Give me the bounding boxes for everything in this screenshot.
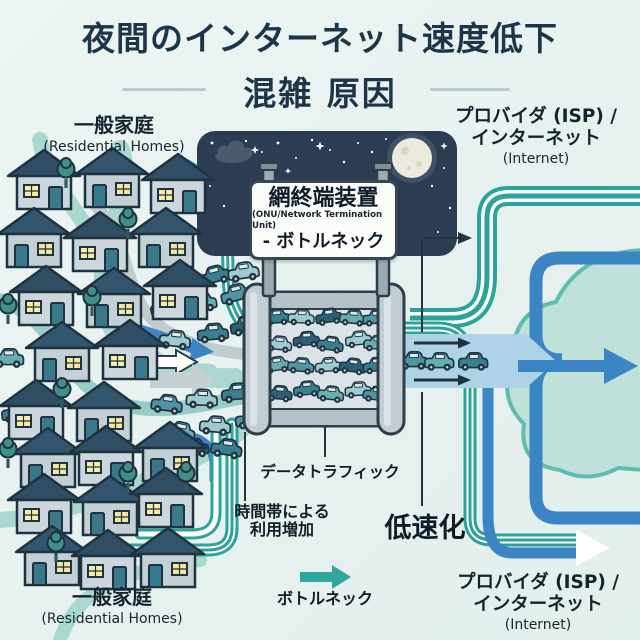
subtitle-rule-left xyxy=(122,88,206,91)
page-subtitle: 混雑 原因 xyxy=(243,74,397,113)
isp-line2: インターネット xyxy=(473,593,603,615)
residential-homes-en: (Residential Homes) xyxy=(43,139,185,155)
residential-homes-jp: 一般家庭 xyxy=(74,113,154,137)
house-icon xyxy=(142,258,218,321)
residential-homes-jp: 一般家庭 xyxy=(72,585,152,609)
residential-homes-label-top: 一般家庭 (Residential Homes) xyxy=(28,109,200,155)
sign-title: 網終端装置 xyxy=(268,186,379,212)
residential-homes-label-bottom: 一般家庭 (Residential Homes) xyxy=(26,581,198,627)
house-icon xyxy=(74,146,150,209)
usage-increase-label: 時間帯による 利用増加 xyxy=(212,502,352,540)
night-cloud-icon xyxy=(215,140,253,163)
bottleneck-legend-label: ボトルネック xyxy=(276,589,373,608)
slowdown-label: 低速化 xyxy=(384,513,466,544)
page-title: 夜間のインターネット速度低下 xyxy=(82,19,558,58)
bottleneck-legend-arrow xyxy=(300,565,351,589)
subtitle-rule-right xyxy=(430,88,510,91)
tree-icon xyxy=(0,293,18,325)
onu-signboard: 網終端装置 (ONU/Network Termination Unit) - ボ… xyxy=(249,180,398,260)
data-traffic-label: データトラフィック xyxy=(260,463,400,481)
residential-homes-en: (Residential Homes) xyxy=(41,611,183,627)
bottom-feeder-pipes xyxy=(121,417,239,557)
usage-line1: 時間帯による xyxy=(234,502,330,521)
stars xyxy=(209,138,452,233)
house-icon xyxy=(0,206,72,269)
isp-line3: (Internet) xyxy=(504,616,572,633)
isp-line1: プロバイダ (ISP) / xyxy=(454,106,618,127)
sign-subtitle: (ONU/Network Termination Unit) xyxy=(252,210,383,231)
isp-line3: (Internet) xyxy=(502,150,570,167)
sign-bottleneck: - ボトルネック xyxy=(262,231,385,253)
teal-uplink-pipe xyxy=(410,186,640,328)
cloud-arrowhead xyxy=(604,348,638,384)
isp-line1: プロバイダ (ISP) / xyxy=(456,572,620,593)
isp-label-top: プロバイダ (ISP) / インターネット (Internet) xyxy=(443,106,629,167)
pointer-lines xyxy=(244,237,458,506)
blue-downlink-pipe xyxy=(482,388,576,559)
termination-unit-cylinder xyxy=(242,282,406,436)
usage-line2: 利用増加 xyxy=(249,520,314,540)
moon-icon xyxy=(387,133,437,183)
isp-label-bottom: プロバイダ (ISP) / インターネット (Internet) xyxy=(445,572,631,633)
downlink-arrowhead xyxy=(576,530,610,566)
tree-icon xyxy=(0,437,18,469)
house-icon xyxy=(128,206,204,269)
isp-line2: インターネット xyxy=(471,127,601,149)
uplink-pointer-arrowhead xyxy=(458,232,472,244)
house-icon xyxy=(8,264,84,327)
